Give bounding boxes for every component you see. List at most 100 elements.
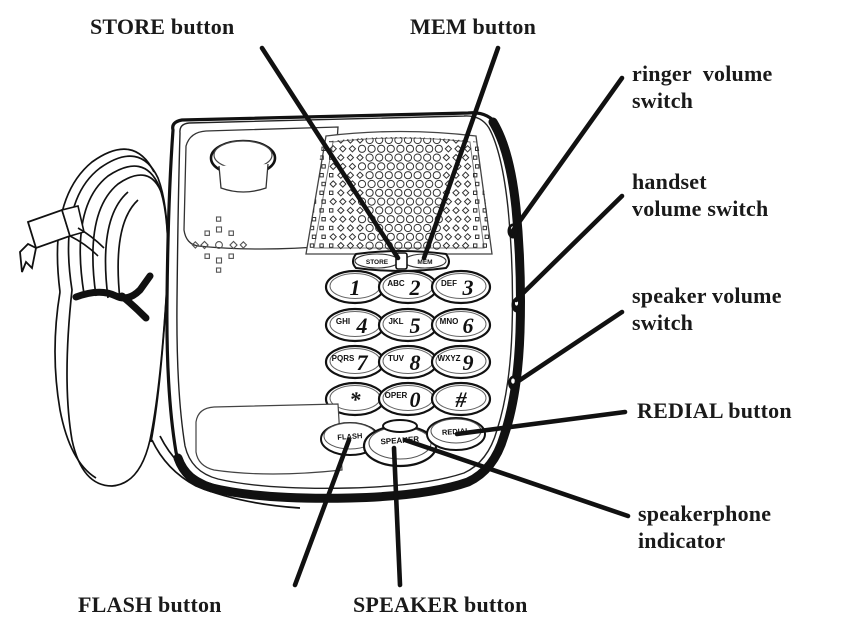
grille-hole — [394, 171, 403, 180]
grille-hole — [321, 234, 326, 240]
grille-hole — [432, 137, 441, 145]
grille-hole — [415, 215, 424, 224]
grille-hole — [413, 206, 422, 215]
grille-hole — [423, 223, 432, 233]
grille-hole — [461, 206, 470, 215]
key-inner-ring — [435, 273, 487, 299]
grille-hole — [396, 162, 405, 171]
grille-hole — [375, 206, 384, 215]
grille-hole — [377, 179, 386, 189]
callout-speaker-volume-line-2: switch — [632, 310, 694, 335]
key-digit: 6 — [463, 313, 474, 338]
grille-hole — [384, 171, 393, 180]
grille-hole — [367, 162, 376, 171]
grille-hole — [463, 180, 472, 188]
grille-hole — [461, 153, 470, 162]
grille-hole — [384, 137, 393, 145]
grille-hole — [405, 144, 415, 153]
grille-hole — [444, 162, 453, 171]
grille-hole — [461, 188, 470, 197]
grille-hole — [444, 232, 453, 241]
grille-hole — [367, 197, 376, 206]
grille-hole — [484, 234, 490, 240]
grille-hole — [329, 162, 338, 171]
grille-hole — [375, 137, 384, 145]
grille-hole — [442, 171, 451, 180]
key-digit: 3 — [462, 275, 474, 300]
redial-leader — [454, 409, 628, 437]
grille-hole — [413, 153, 422, 162]
grille-hole — [463, 162, 472, 171]
grille-hole — [356, 206, 364, 215]
grille-hole — [434, 144, 443, 153]
grille-hole — [346, 171, 355, 180]
key-letters: TUV — [388, 354, 405, 363]
key-digit: * — [350, 387, 362, 412]
grille-hole — [321, 181, 326, 187]
grille-hole — [475, 217, 480, 222]
grille-hole — [365, 137, 374, 145]
grille-hole — [357, 179, 367, 189]
callout-speaker: SPEAKER button — [353, 592, 528, 618]
grille-hole — [384, 153, 393, 162]
grille-hole — [403, 241, 413, 250]
grille-hole — [386, 215, 395, 224]
grille-hole — [321, 217, 326, 222]
grille-hole — [432, 241, 441, 250]
grille-hole — [415, 232, 424, 241]
key-inner-ring — [435, 348, 487, 374]
mem-leader — [421, 45, 501, 261]
grille-hole — [348, 232, 357, 241]
grille-hole — [356, 153, 364, 162]
grille-hole — [442, 153, 451, 162]
grille-hole — [309, 243, 315, 248]
grille-hole — [394, 206, 403, 215]
key-3[interactable]: 3 DEF — [430, 269, 492, 305]
key-pound[interactable]: # — [430, 381, 492, 417]
grille-hole — [377, 197, 386, 206]
grille-hole — [482, 225, 488, 231]
grille-hole — [348, 215, 357, 224]
grille-hole — [384, 206, 393, 215]
callout-ringer-volume-line-1: ringer volume — [632, 61, 773, 86]
grille-hole — [403, 223, 413, 233]
cord-tie — [72, 272, 154, 322]
grille-hole — [329, 208, 334, 213]
grille-hole — [452, 241, 460, 250]
grille-hole — [311, 217, 317, 222]
grille-hole — [375, 188, 384, 197]
grille-hole — [463, 215, 472, 224]
key-1[interactable]: 1 — [324, 269, 386, 305]
grille-hole — [329, 180, 338, 188]
memory-button-row[interactable]: STORE MEM — [352, 250, 450, 272]
grille-hole — [463, 232, 472, 241]
status-indicator — [191, 216, 248, 273]
key-letters: DEF — [441, 279, 457, 288]
grille-hole — [405, 215, 415, 224]
grille-hole — [321, 199, 326, 204]
key-letters: GHI — [336, 317, 350, 326]
key-digit: 1 — [350, 275, 361, 300]
grille-hole — [394, 153, 403, 162]
lower-recess — [195, 403, 343, 475]
grille-hole — [336, 188, 345, 197]
key-digit: 2 — [409, 275, 421, 300]
grille-hole — [356, 137, 364, 144]
grille-hole — [396, 197, 405, 206]
grille-hole — [425, 215, 434, 224]
grille-hole — [475, 181, 480, 187]
grille-hole — [425, 179, 434, 189]
grille-hole — [384, 188, 393, 197]
grille-hole — [365, 153, 374, 162]
grille-hole — [425, 144, 434, 153]
